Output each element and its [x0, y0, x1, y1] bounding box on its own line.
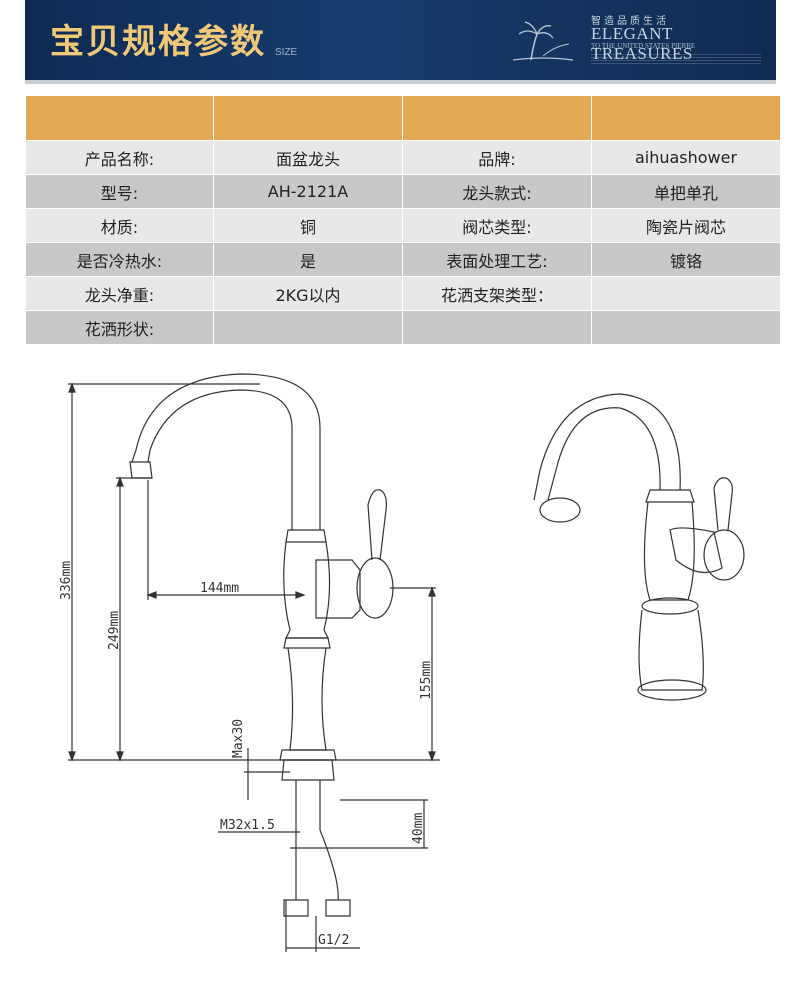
- label-handle-height: 155mm: [419, 661, 434, 700]
- label-shank: 40mm: [411, 813, 426, 844]
- spec-label: 龙头净重:: [25, 276, 214, 311]
- spec-value: [213, 310, 403, 345]
- spec-value: 陶瓷片阀芯: [591, 208, 781, 243]
- table-header-cell: [213, 95, 403, 141]
- table-header-cell: [402, 95, 592, 141]
- spec-label: 是否冷热水:: [25, 242, 214, 277]
- faucet-perspective-view: [533, 393, 745, 701]
- spec-value: AH-2121A: [213, 174, 403, 209]
- table-row: 材质: 铜 阀芯类型: 陶瓷片阀芯: [25, 208, 781, 243]
- spec-label: 龙头款式:: [402, 174, 592, 209]
- table-row: 龙头净重: 2KG以内 花洒支架类型：: [25, 276, 781, 311]
- spec-value: [591, 276, 781, 311]
- spec-label: 花洒形状:: [25, 310, 214, 345]
- spec-value: aihuashower: [591, 140, 781, 175]
- table-header-row: [25, 95, 781, 141]
- spec-label: 产品名称:: [25, 140, 214, 175]
- brand-tagline: 智造品质生活: [591, 16, 669, 27]
- dimension-handle-height: [390, 586, 436, 762]
- spec-label: 型号:: [25, 174, 214, 209]
- label-thread: M32x1.5: [220, 818, 275, 833]
- brand-name: ELEGANT TREASURES: [591, 24, 692, 63]
- page-subtitle: SIZE: [275, 47, 298, 58]
- spec-value: 面盆龙头: [213, 140, 403, 175]
- table-header-cell: [591, 95, 781, 141]
- faucet-technical-drawing: 336mm 249mm 144mm 155mm Max30 M32x1.5 40…: [59, 373, 745, 952]
- label-total-height: 336mm: [59, 561, 74, 600]
- table-row: 是否冷热水: 是 表面处理工艺: 镀铬: [25, 242, 781, 277]
- header-banner: 宝贝规格参数 SIZE 智造品质生活 ELEGANT TREASURES TO …: [25, 0, 776, 80]
- faucet-front-view: [129, 373, 394, 917]
- spec-value: 铜: [213, 208, 403, 243]
- table-row: 产品名称: 面盆龙头 品牌: aihuashower: [25, 140, 781, 175]
- spec-label: 品牌:: [402, 140, 592, 175]
- page-title: 宝贝规格参数: [50, 22, 266, 62]
- spec-value: 镀铬: [591, 242, 781, 277]
- spec-value: 是: [213, 242, 403, 277]
- spec-value: [591, 310, 781, 345]
- dimension-total-height: [68, 382, 260, 762]
- label-max-thickness: Max30: [231, 719, 246, 758]
- brand-subtitle: TO THE UNITED STATES PIERRE: [591, 42, 696, 50]
- header-divider: [25, 80, 776, 84]
- spec-label: 材质:: [25, 208, 214, 243]
- spec-value: 2KG以内: [213, 276, 403, 311]
- label-hose-thread: G1/2: [318, 933, 349, 948]
- label-spout-height: 249mm: [107, 611, 122, 650]
- dimension-reach: [146, 480, 306, 600]
- spec-label: 花洒支架类型：: [402, 276, 592, 311]
- decorative-lines: [591, 54, 761, 66]
- dimension-shank: [290, 799, 428, 849]
- spec-label: 阀芯类型:: [402, 208, 592, 243]
- table-row: 型号: AH-2121A 龙头款式: 单把单孔: [25, 174, 781, 209]
- table-row: 花洒形状:: [25, 310, 781, 345]
- spec-value: 单把单孔: [591, 174, 781, 209]
- spec-label: 表面处理工艺:: [402, 242, 592, 277]
- spec-table: 产品名称: 面盆龙头 品牌: aihuashower 型号: AH-2121A …: [25, 95, 781, 345]
- label-reach: 144mm: [200, 581, 239, 596]
- spec-label: [402, 310, 592, 345]
- table-header-cell: [25, 95, 214, 141]
- palm-tree-logo-icon: [512, 21, 574, 61]
